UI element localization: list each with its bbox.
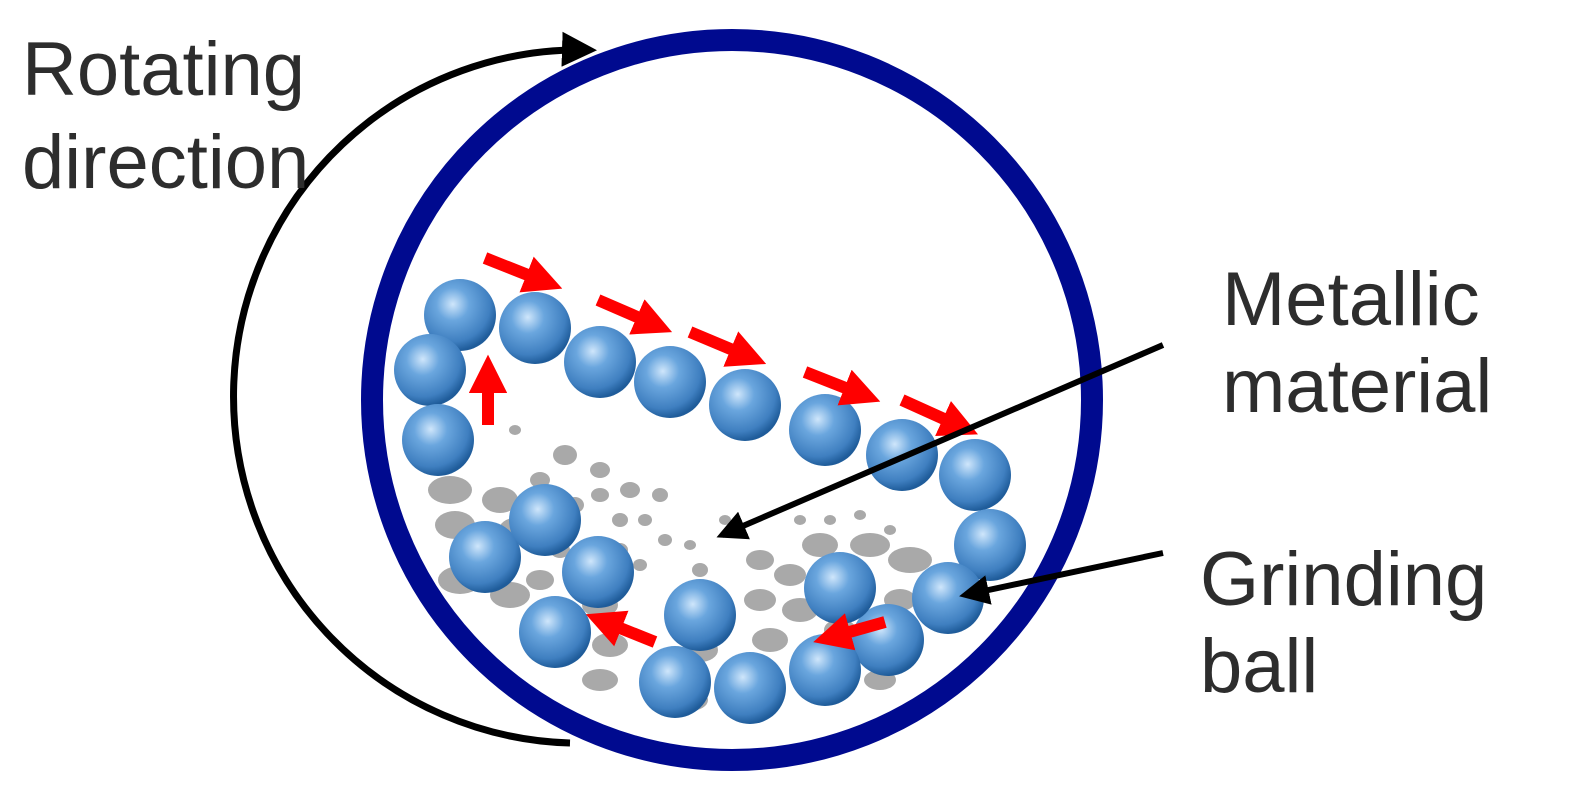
metallic-particle <box>850 533 890 557</box>
metallic-particle <box>824 515 836 525</box>
grinding-ball <box>402 404 474 476</box>
grinding-ball <box>939 439 1011 511</box>
metallic-particle <box>658 534 672 546</box>
metallic-particle <box>744 589 776 611</box>
metallic-particle <box>752 628 788 652</box>
motion-arrows <box>468 252 978 651</box>
metallic-particle <box>590 462 610 478</box>
metallic-particle <box>802 533 838 557</box>
grinding-balls <box>394 279 1026 724</box>
red-arrow-icon <box>585 610 658 648</box>
grinding-ball <box>519 596 591 668</box>
rotating-direction-label-line2: direction <box>22 120 309 205</box>
metallic-particle <box>692 563 708 577</box>
grinding-ball <box>509 484 581 556</box>
metallic-particle <box>633 559 647 571</box>
grinding-ball <box>789 634 861 706</box>
metallic-particle <box>719 515 731 525</box>
metallic-particle <box>638 514 652 526</box>
metallic-material-pointer-arrow-icon <box>716 342 1165 540</box>
grinding-ball <box>639 646 711 718</box>
grinding-ball <box>564 326 636 398</box>
grinding-ball <box>789 394 861 466</box>
rotating-direction-label-line1: Rotating <box>22 27 305 112</box>
red-arrow-icon <box>482 252 563 293</box>
metallic-particle <box>652 488 668 502</box>
grinding-ball <box>954 509 1026 581</box>
metallic-particle <box>746 550 774 570</box>
rotation-direction-arrow-icon <box>229 31 597 747</box>
metallic-particle <box>794 515 806 525</box>
grinding-ball <box>804 552 876 624</box>
metallic-particle <box>620 482 640 498</box>
metallic-particle <box>582 669 618 691</box>
mill-drum <box>361 29 1103 771</box>
metallic-particle <box>854 510 866 520</box>
metallic-particle <box>592 633 628 657</box>
metallic-particle <box>612 513 628 527</box>
metallic-particle <box>553 445 577 465</box>
grinding-ball <box>562 536 634 608</box>
metallic-particle <box>591 488 609 502</box>
grinding-ball <box>499 292 571 364</box>
metallic-particle <box>884 525 896 535</box>
red-arrow-icon <box>899 394 978 437</box>
metallic-particle <box>774 564 806 586</box>
metallic-particle <box>428 476 472 504</box>
grinding-ball <box>912 562 984 634</box>
grinding-ball <box>709 369 781 441</box>
metallic-particle <box>888 547 932 573</box>
metallic-material-label-line1: Metallic <box>1222 257 1480 342</box>
red-arrow-icon <box>802 366 881 406</box>
red-arrow-icon <box>687 326 767 367</box>
grinding-ball-label-line2: ball <box>1200 624 1318 709</box>
grinding-ball-pointer-arrow-icon <box>959 550 1164 605</box>
grinding-ball-label-line1: Grinding <box>1200 537 1487 622</box>
grinding-ball <box>394 334 466 406</box>
grinding-ball <box>714 652 786 724</box>
metallic-particle <box>509 425 521 435</box>
metallic-particle <box>526 570 554 590</box>
grinding-ball <box>634 346 706 418</box>
grinding-ball <box>424 279 496 351</box>
metallic-particle <box>482 487 518 513</box>
metallic-material-label-line2: material <box>1222 344 1492 429</box>
red-arrow-icon <box>813 613 887 651</box>
metallic-particle <box>684 540 696 550</box>
red-arrow-icon <box>595 294 673 335</box>
grinding-ball <box>664 579 736 651</box>
grinding-ball <box>449 521 521 593</box>
